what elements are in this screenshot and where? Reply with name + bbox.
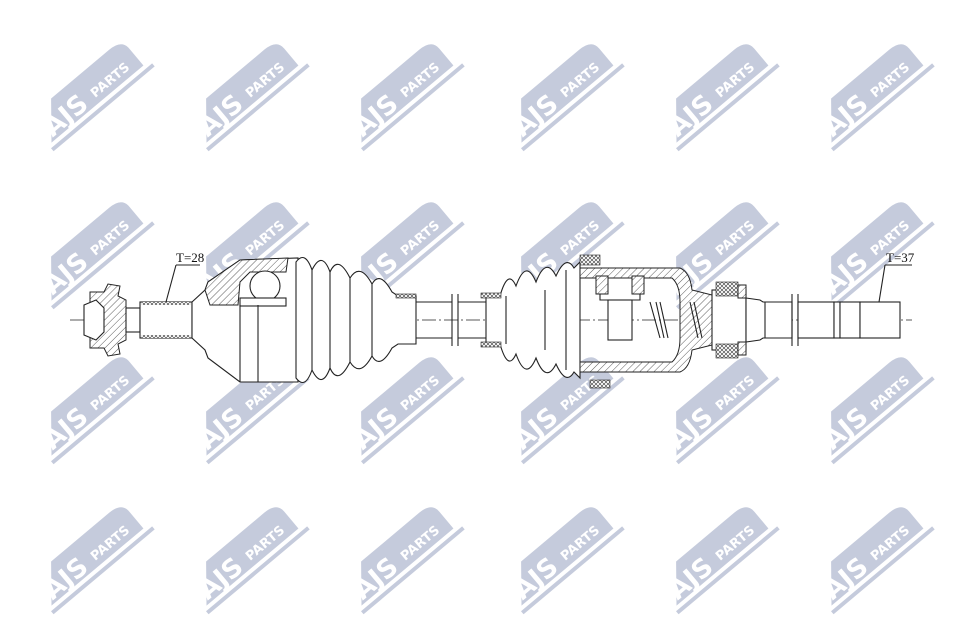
leader-line-left — [165, 264, 177, 303]
label-left-spline: T=28 — [176, 250, 204, 265]
hub-nut — [83, 283, 127, 357]
threaded-spline-left — [139, 301, 193, 339]
leader-line-right — [878, 264, 886, 303]
ajs-parts-watermark-logo: AJS PARTS — [663, 507, 780, 615]
outer-cv-joint — [191, 257, 299, 383]
inner-tripod-joint — [579, 267, 747, 373]
threaded-spline-right — [859, 301, 901, 339]
inner-boot — [480, 254, 611, 389]
output-stub — [745, 294, 901, 346]
shaft-bar — [416, 294, 486, 346]
label-right-spline: T=37 — [886, 250, 915, 265]
outer-boot — [295, 256, 417, 384]
ajs-parts-watermark-logo: AJS PARTS — [663, 357, 780, 465]
ajs-parts-watermark-logo: AJS PARTS — [193, 507, 310, 615]
stub-neck — [125, 307, 141, 333]
